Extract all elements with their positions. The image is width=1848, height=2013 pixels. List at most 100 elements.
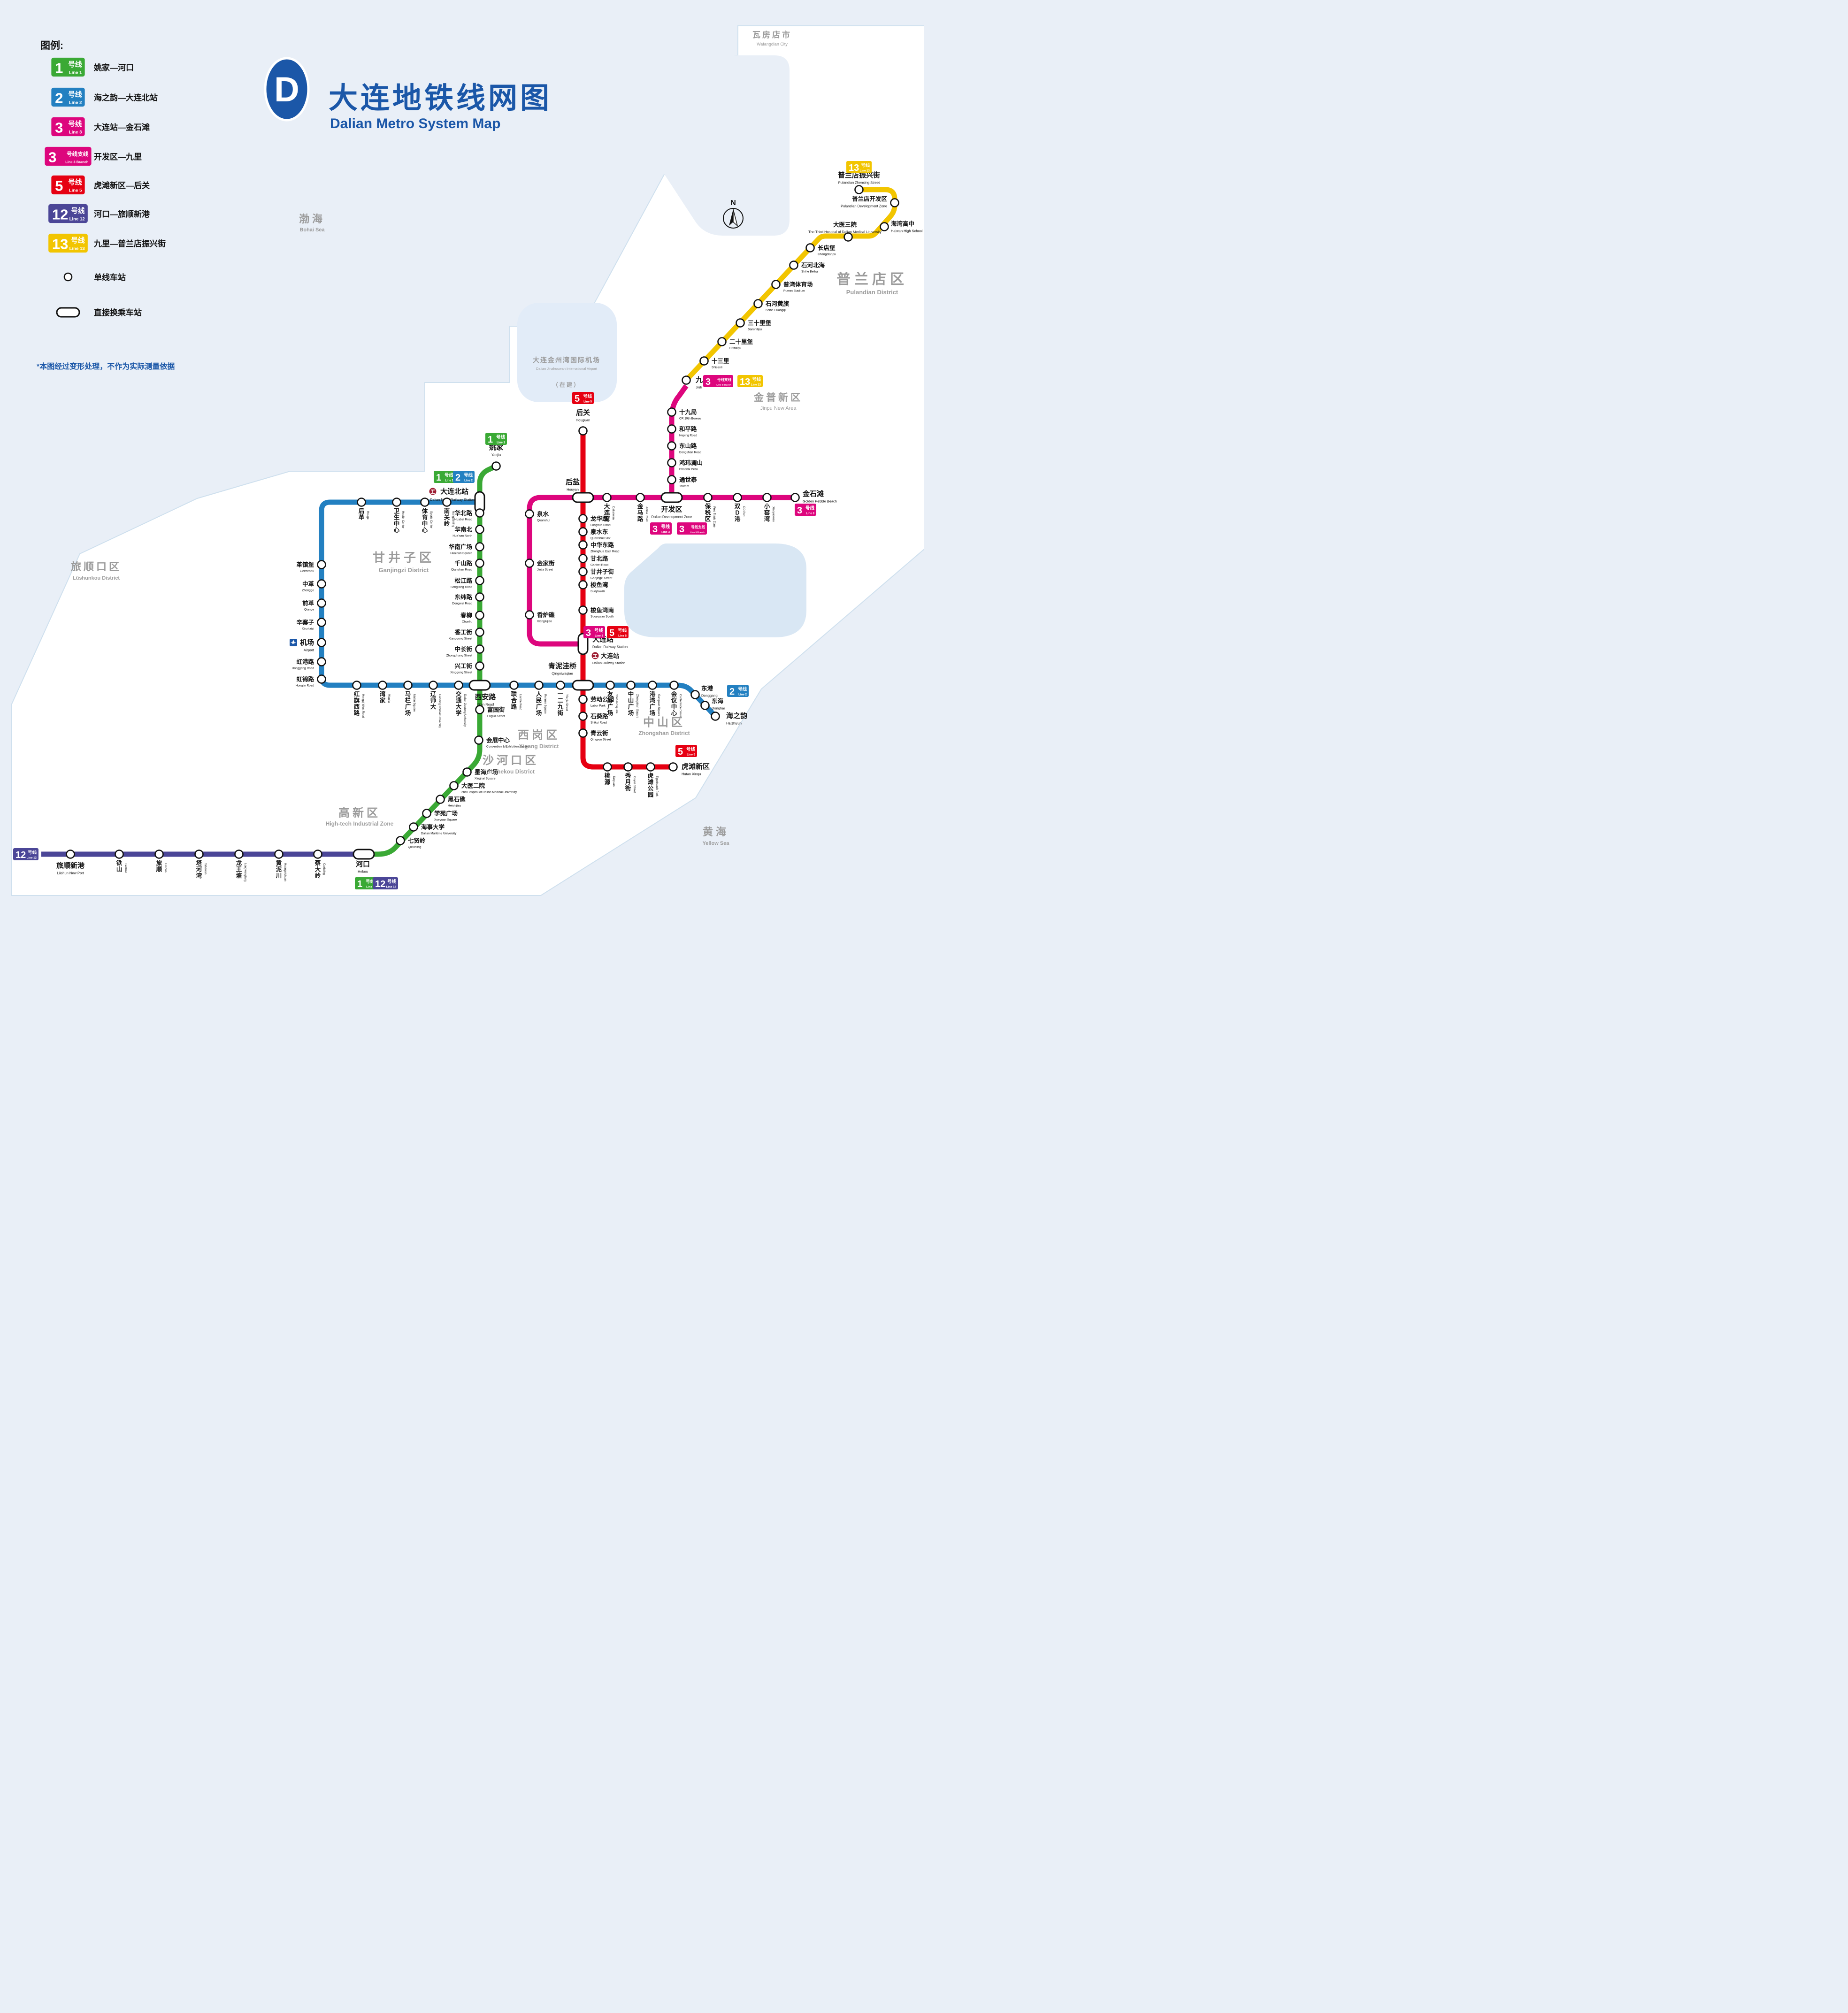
station-label-zh: 海湾高中 — [891, 220, 914, 227]
legend-interchange-marker — [56, 307, 80, 318]
station-marker — [317, 618, 326, 627]
railway-icon-glyph — [430, 490, 435, 494]
station-marker — [762, 493, 772, 502]
station-marker — [422, 809, 431, 818]
station-label-zh: 双 — [734, 503, 741, 510]
line-badge-number: 5 — [609, 628, 614, 638]
station-label-zh: 学 — [456, 710, 462, 717]
line-badge-number: 5 — [575, 394, 580, 404]
station-label-en: Dongwei Road — [452, 602, 472, 605]
station-label-zh: 场 — [628, 710, 634, 717]
station-label-zh: 长店堡 — [818, 245, 836, 252]
station-label-zh: 开发区 — [661, 505, 682, 513]
area-wafangdian-en: Wafangdian City — [757, 42, 788, 46]
station-label-zh: 革镇堡 — [296, 561, 314, 568]
line-badge-number: 13 — [740, 377, 750, 387]
station-label-zh: 华北路 — [454, 510, 472, 517]
station-marker — [880, 222, 889, 231]
dalian-bay — [624, 543, 806, 637]
line-badge-en: Line 13 — [751, 383, 761, 387]
station-label-en: Convention & Exhibition Center — [486, 745, 529, 749]
station-marker — [753, 299, 763, 308]
station-label-zh: 蔡 — [314, 859, 321, 866]
station-marker — [396, 836, 405, 845]
interchange-marker — [660, 492, 683, 503]
station-marker — [475, 705, 484, 714]
station-label-en: Xinghai Square — [475, 777, 496, 781]
station-label-zh: 梭鱼湾 — [590, 582, 608, 589]
station-marker — [843, 232, 853, 242]
station-marker — [449, 781, 459, 790]
line-badge-number: 1 — [488, 435, 493, 445]
station-label-zh: 税 — [705, 509, 711, 516]
station-label-zh: 一 — [558, 691, 564, 697]
station-label-zh: 黄 — [276, 859, 282, 866]
line-badge-zh: 号线 — [445, 473, 454, 478]
station-marker — [454, 681, 463, 690]
station-label-en: Hekou — [358, 870, 368, 874]
line-badge-en: Line 3 Branch — [65, 160, 89, 164]
line-badge-bg — [51, 175, 85, 195]
line-badge-zh: 号线 — [71, 207, 85, 215]
line-badge-bg — [737, 375, 763, 387]
station-label-en: Puwan Stadium — [783, 290, 805, 293]
station-label-zh: 南 — [444, 507, 450, 514]
station-marker — [525, 509, 534, 519]
title-block: D 大连地铁线网图 Dalian Metro System Map — [264, 57, 549, 131]
station-label-zh: 东山路 — [679, 443, 697, 450]
station-label-en: Donggang — [701, 694, 718, 698]
interchange-marker — [577, 633, 589, 655]
line-badge-number: 5 — [678, 747, 683, 757]
station-label-en: Songjiang Road — [451, 586, 473, 589]
station-label-zh: 东港 — [701, 685, 713, 692]
station-marker — [378, 681, 387, 690]
station-label-zh: 合 — [511, 697, 517, 704]
station-label-zh: 场 — [536, 710, 542, 717]
station-label-zh: 后 — [359, 507, 365, 514]
station-label-zh: 岭 — [444, 520, 450, 527]
station-label-zh: 连 — [604, 509, 610, 516]
station-label-en: Lianhe Road — [519, 694, 521, 710]
station-label-en: Tostem — [679, 485, 689, 488]
station-label-zh: 湾 — [196, 872, 202, 879]
line-badge-number: 13 — [849, 163, 859, 173]
station-label-en: Chunliu — [462, 620, 472, 624]
station-label-en: Hutan Xinqu — [682, 772, 701, 776]
station-label-en: Xi'an Road — [477, 703, 494, 707]
station-marker — [352, 681, 361, 690]
legend-item-label: 海之韵—大连北站 — [94, 93, 158, 102]
station-label-zh: 家 — [380, 697, 386, 704]
station-label-en: Golden Pebble Beach — [803, 499, 837, 504]
station-label-zh: 岭 — [315, 872, 321, 879]
station-label-en: Ershilipu — [729, 347, 741, 350]
station-label-en: Caidaling — [322, 863, 325, 875]
station-label-zh: 港 — [735, 515, 741, 522]
station-label-zh: 中 — [422, 520, 428, 527]
station-label-zh: 心 — [422, 527, 428, 534]
area-zhongshan-en: Zhongshan District — [638, 730, 690, 736]
station-marker — [442, 498, 452, 507]
station-label-zh: 川 — [276, 873, 282, 879]
line-badge-bg — [846, 161, 872, 173]
station-label-zh: 兴工街 — [454, 663, 472, 670]
station-marker — [475, 525, 484, 534]
station-marker — [703, 493, 713, 502]
area-xigang-zh: 西岗区 — [518, 729, 560, 742]
